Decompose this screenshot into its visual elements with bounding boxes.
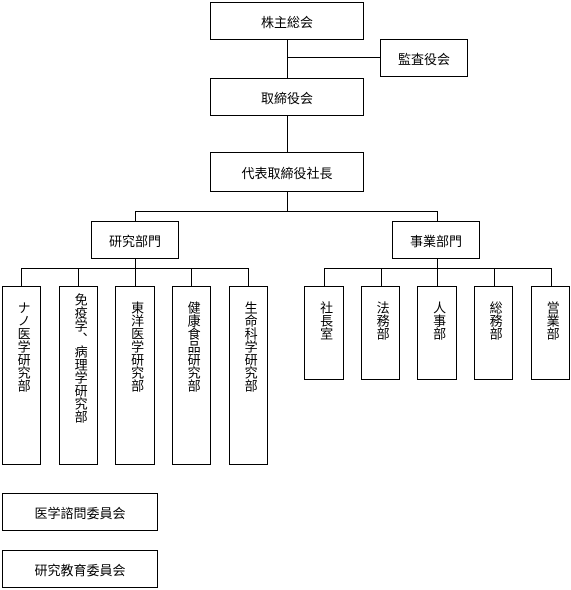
business-department-label: 社長室 — [317, 301, 333, 340]
research-division-box: 研究部門 — [91, 221, 179, 259]
business-department-box: 法務部 — [361, 286, 400, 380]
research-department-box: 健康食品研究部 — [172, 286, 211, 465]
business-department-label: 営業部 — [543, 301, 559, 340]
committee-label: 研究教育委員会 — [34, 563, 126, 579]
committee-box: 医学諮問委員会 — [2, 493, 158, 531]
business-department-label: 法務部 — [373, 301, 389, 340]
board-of-auditors-box: 監査役会 — [380, 39, 468, 77]
connector-line — [437, 258, 438, 268]
connector-line — [135, 211, 136, 222]
research-department-box: 免疫学、病理学研究部 — [59, 286, 98, 465]
connector-line — [78, 268, 79, 286]
committee-label: 医学諮問委員会 — [34, 506, 126, 522]
connector-line — [191, 268, 192, 286]
research-department-box: 東洋医学研究部 — [115, 286, 155, 465]
president-label: 代表取締役社長 — [241, 166, 333, 182]
research-department-label: ナノ医学研究部 — [14, 301, 30, 392]
research-department-label: 健康食品研究部 — [184, 301, 200, 392]
business-department-box: 営業部 — [531, 286, 570, 380]
business-department-label: 総務部 — [486, 301, 502, 340]
connector-line — [135, 211, 437, 212]
committee-box: 研究教育委員会 — [2, 550, 158, 588]
connector-line — [287, 115, 288, 152]
connector-line — [494, 268, 495, 286]
connector-line — [551, 268, 552, 286]
shareholders-meeting-box: 株主総会 — [210, 2, 364, 40]
business-division-box: 事業部門 — [392, 221, 480, 259]
board-of-directors-label: 取締役会 — [260, 91, 313, 107]
president-box: 代表取締役社長 — [210, 152, 364, 192]
board-of-auditors-label: 監査役会 — [397, 52, 450, 68]
board-of-directors-box: 取締役会 — [210, 78, 364, 116]
connector-line — [21, 268, 22, 286]
research-department-box: 生命科学研究部 — [229, 286, 268, 465]
connector-line — [287, 192, 288, 211]
research-department-label: 東洋医学研究部 — [128, 301, 144, 392]
research-department-box: ナノ医学研究部 — [2, 286, 41, 465]
connector-line — [437, 268, 438, 286]
business-department-box: 人事部 — [417, 286, 457, 380]
connector-line — [135, 268, 136, 286]
connector-line — [324, 268, 325, 286]
research-department-label: 生命科学研究部 — [241, 301, 257, 392]
business-division-label: 事業部門 — [409, 234, 462, 250]
research-division-label: 研究部門 — [108, 234, 161, 250]
connector-line — [135, 258, 136, 268]
connector-line — [381, 268, 382, 286]
connector-line — [287, 57, 380, 58]
connector-line — [437, 211, 438, 222]
shareholders-meeting-label: 株主総会 — [260, 15, 313, 31]
connector-line — [248, 268, 249, 286]
connector-line — [21, 268, 248, 269]
business-department-label: 人事部 — [430, 301, 446, 340]
business-department-box: 社長室 — [304, 286, 344, 380]
connector-line — [287, 40, 288, 79]
business-department-box: 総務部 — [474, 286, 513, 380]
research-department-label: 免疫学、病理学研究部 — [71, 293, 87, 423]
